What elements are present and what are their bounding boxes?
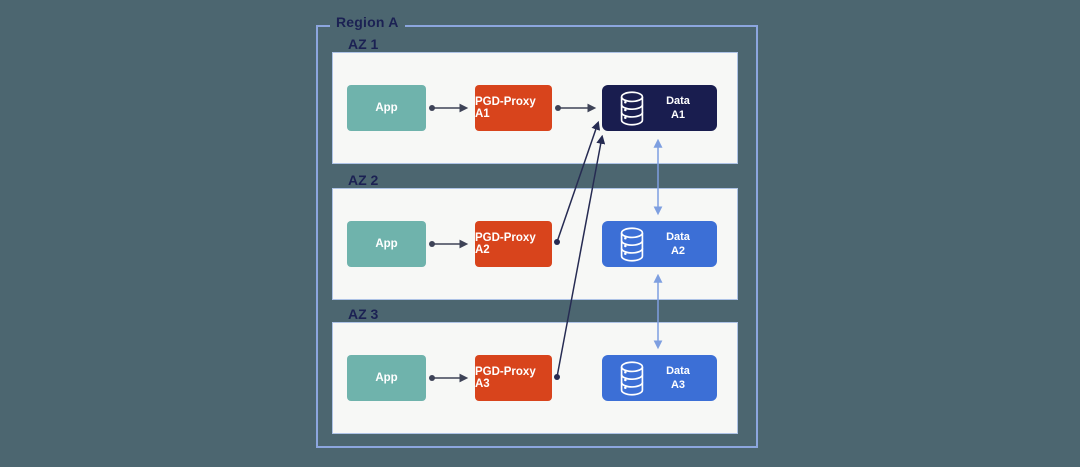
data-node-label: Data A2 [666, 230, 690, 257]
data-node-label: Data A3 [666, 364, 690, 391]
pgd-proxy-a2-node: PGD-Proxy A2 [475, 221, 552, 267]
app-node-label: App [375, 372, 398, 384]
database-icon [617, 360, 647, 397]
region-label: Region A [330, 13, 405, 33]
data-node-label: Data A1 [666, 94, 690, 121]
data-a3-node: Data A3 [602, 355, 717, 401]
app-node-label: App [375, 238, 398, 250]
az3-label: AZ 3 [348, 306, 379, 322]
app-a3-node: App [347, 355, 426, 401]
pgd-proxy-a1-node: PGD-Proxy A1 [475, 85, 552, 131]
proxy-node-label: PGD-Proxy A2 [475, 232, 536, 256]
database-icon [617, 226, 647, 263]
data-a2-node: Data A2 [602, 221, 717, 267]
app-a2-node: App [347, 221, 426, 267]
pgd-proxy-a3-node: PGD-Proxy A3 [475, 355, 552, 401]
database-icon [617, 90, 647, 127]
az2-label: AZ 2 [348, 172, 379, 188]
region-a-box: Region A [316, 13, 758, 448]
data-a1-node: Data A1 [602, 85, 717, 131]
proxy-node-label: PGD-Proxy A1 [475, 96, 536, 120]
proxy-node-label: PGD-Proxy A3 [475, 366, 536, 390]
app-node-label: App [375, 102, 398, 114]
app-a1-node: App [347, 85, 426, 131]
az1-label: AZ 1 [348, 36, 379, 52]
